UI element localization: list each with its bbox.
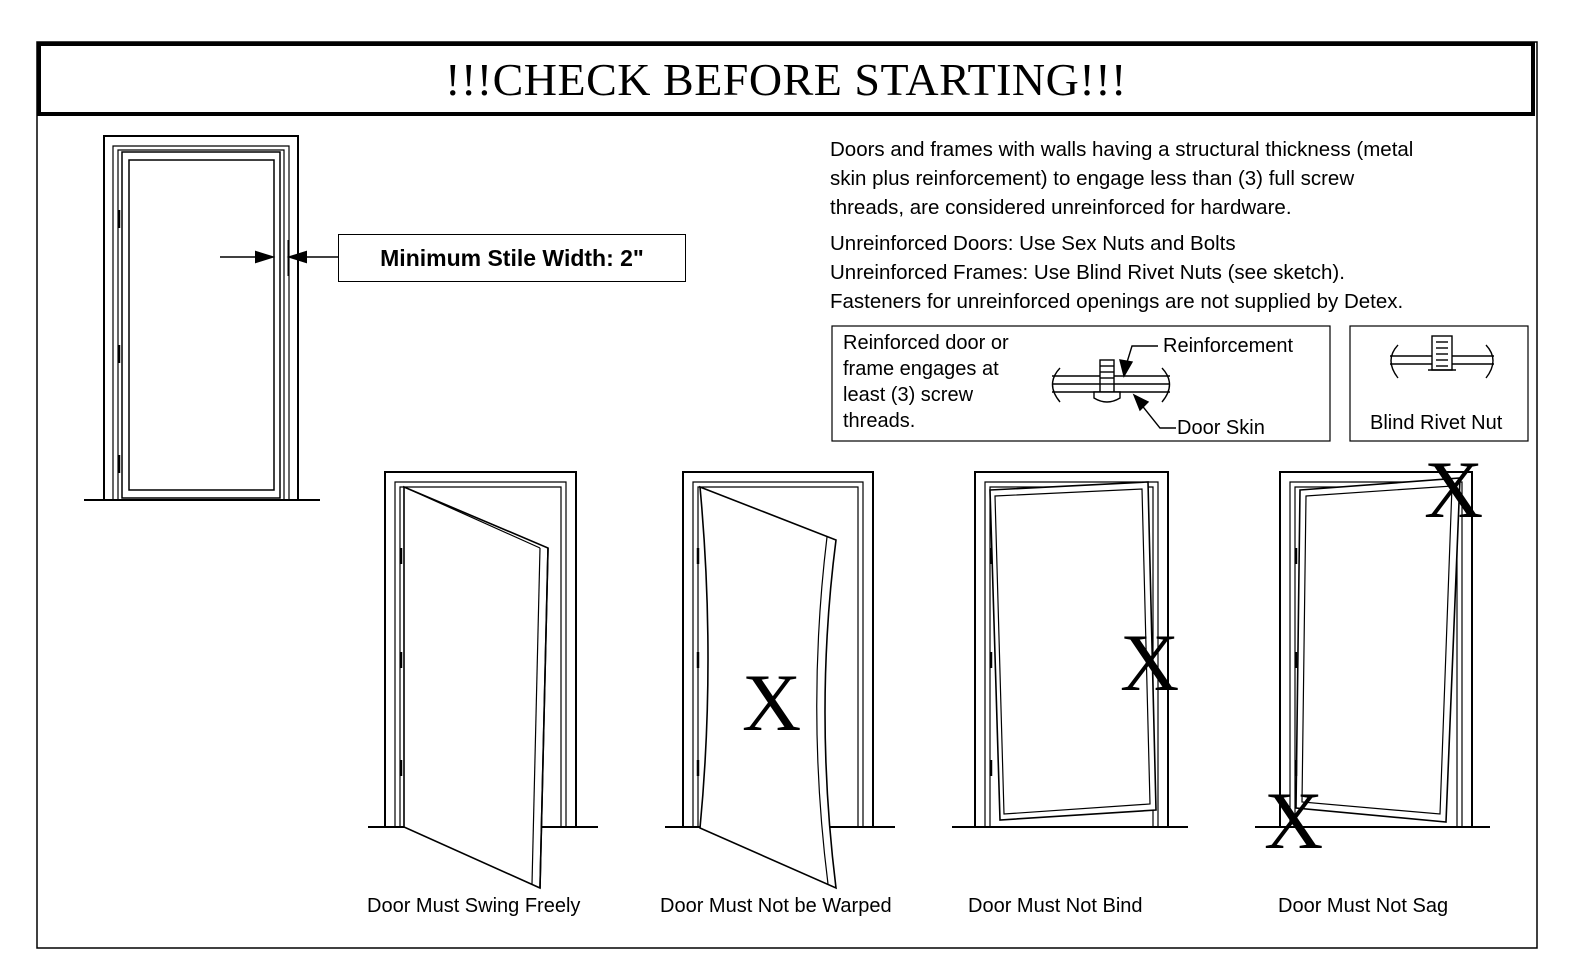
blind-rivet-box bbox=[1349, 325, 1529, 442]
door-swing-freely-drawing bbox=[368, 471, 598, 890]
page-title: !!!CHECK BEFORE STARTING!!! bbox=[445, 53, 1127, 105]
reinforced-description: Reinforced door or frame engages at leas… bbox=[843, 330, 1009, 434]
sag-bottom-x-mark: X bbox=[1264, 775, 1324, 866]
caption-not-bind: Door Must Not Bind bbox=[968, 895, 1143, 917]
door-not-warped-drawing bbox=[665, 471, 895, 890]
caption-swing-freely: Door Must Swing Freely bbox=[367, 895, 581, 917]
intro-line: skin plus reinforcement) to engage less … bbox=[830, 167, 1355, 190]
blind-rivet-label: Blind Rivet Nut bbox=[1370, 412, 1503, 434]
stile-width-label: Minimum Stile Width: 2" bbox=[380, 244, 644, 271]
warped-x-mark: X bbox=[742, 657, 802, 748]
stile-width-callout: Minimum Stile Width: 2" bbox=[338, 234, 686, 282]
reinforced-line: frame engages at bbox=[843, 358, 999, 380]
reinforced-line: Reinforced door or bbox=[843, 332, 1009, 354]
reinforced-line: least (3) screw bbox=[843, 384, 974, 406]
door-elevation-drawing bbox=[84, 135, 338, 501]
intro-line: Doors and frames with walls having a str… bbox=[830, 138, 1414, 161]
door-skin-label: Door Skin bbox=[1177, 417, 1265, 439]
blind-rivet-sketch bbox=[1390, 335, 1494, 379]
bind-x-mark: X bbox=[1120, 617, 1180, 708]
intro-paragraph: Doors and frames with walls having a str… bbox=[830, 135, 1413, 222]
door-not-bind-drawing bbox=[952, 471, 1188, 828]
rule-line: Unreinforced Doors: Use Sex Nuts and Bol… bbox=[830, 232, 1236, 255]
reinforced-line: threads. bbox=[843, 410, 916, 432]
intro-line: threads, are considered unreinforced for… bbox=[830, 196, 1292, 219]
caption-not-warped: Door Must Not be Warped bbox=[660, 895, 892, 917]
caption-not-sag: Door Must Not Sag bbox=[1278, 895, 1449, 917]
title-banner: !!!CHECK BEFORE STARTING!!! bbox=[37, 42, 1535, 116]
sag-top-x-mark: X bbox=[1424, 444, 1484, 535]
reinforcement-sketch bbox=[1051, 345, 1176, 429]
reinforcement-label: Reinforcement bbox=[1163, 335, 1294, 357]
rule-line: Unreinforced Frames: Use Blind Rivet Nut… bbox=[830, 261, 1345, 284]
rule-line: Fasteners for unreinforced openings are … bbox=[830, 290, 1404, 313]
rules-paragraph: Unreinforced Doors: Use Sex Nuts and Bol… bbox=[830, 229, 1403, 316]
door-not-sag-drawing bbox=[1255, 471, 1490, 828]
reinforced-door-box bbox=[831, 325, 1331, 442]
